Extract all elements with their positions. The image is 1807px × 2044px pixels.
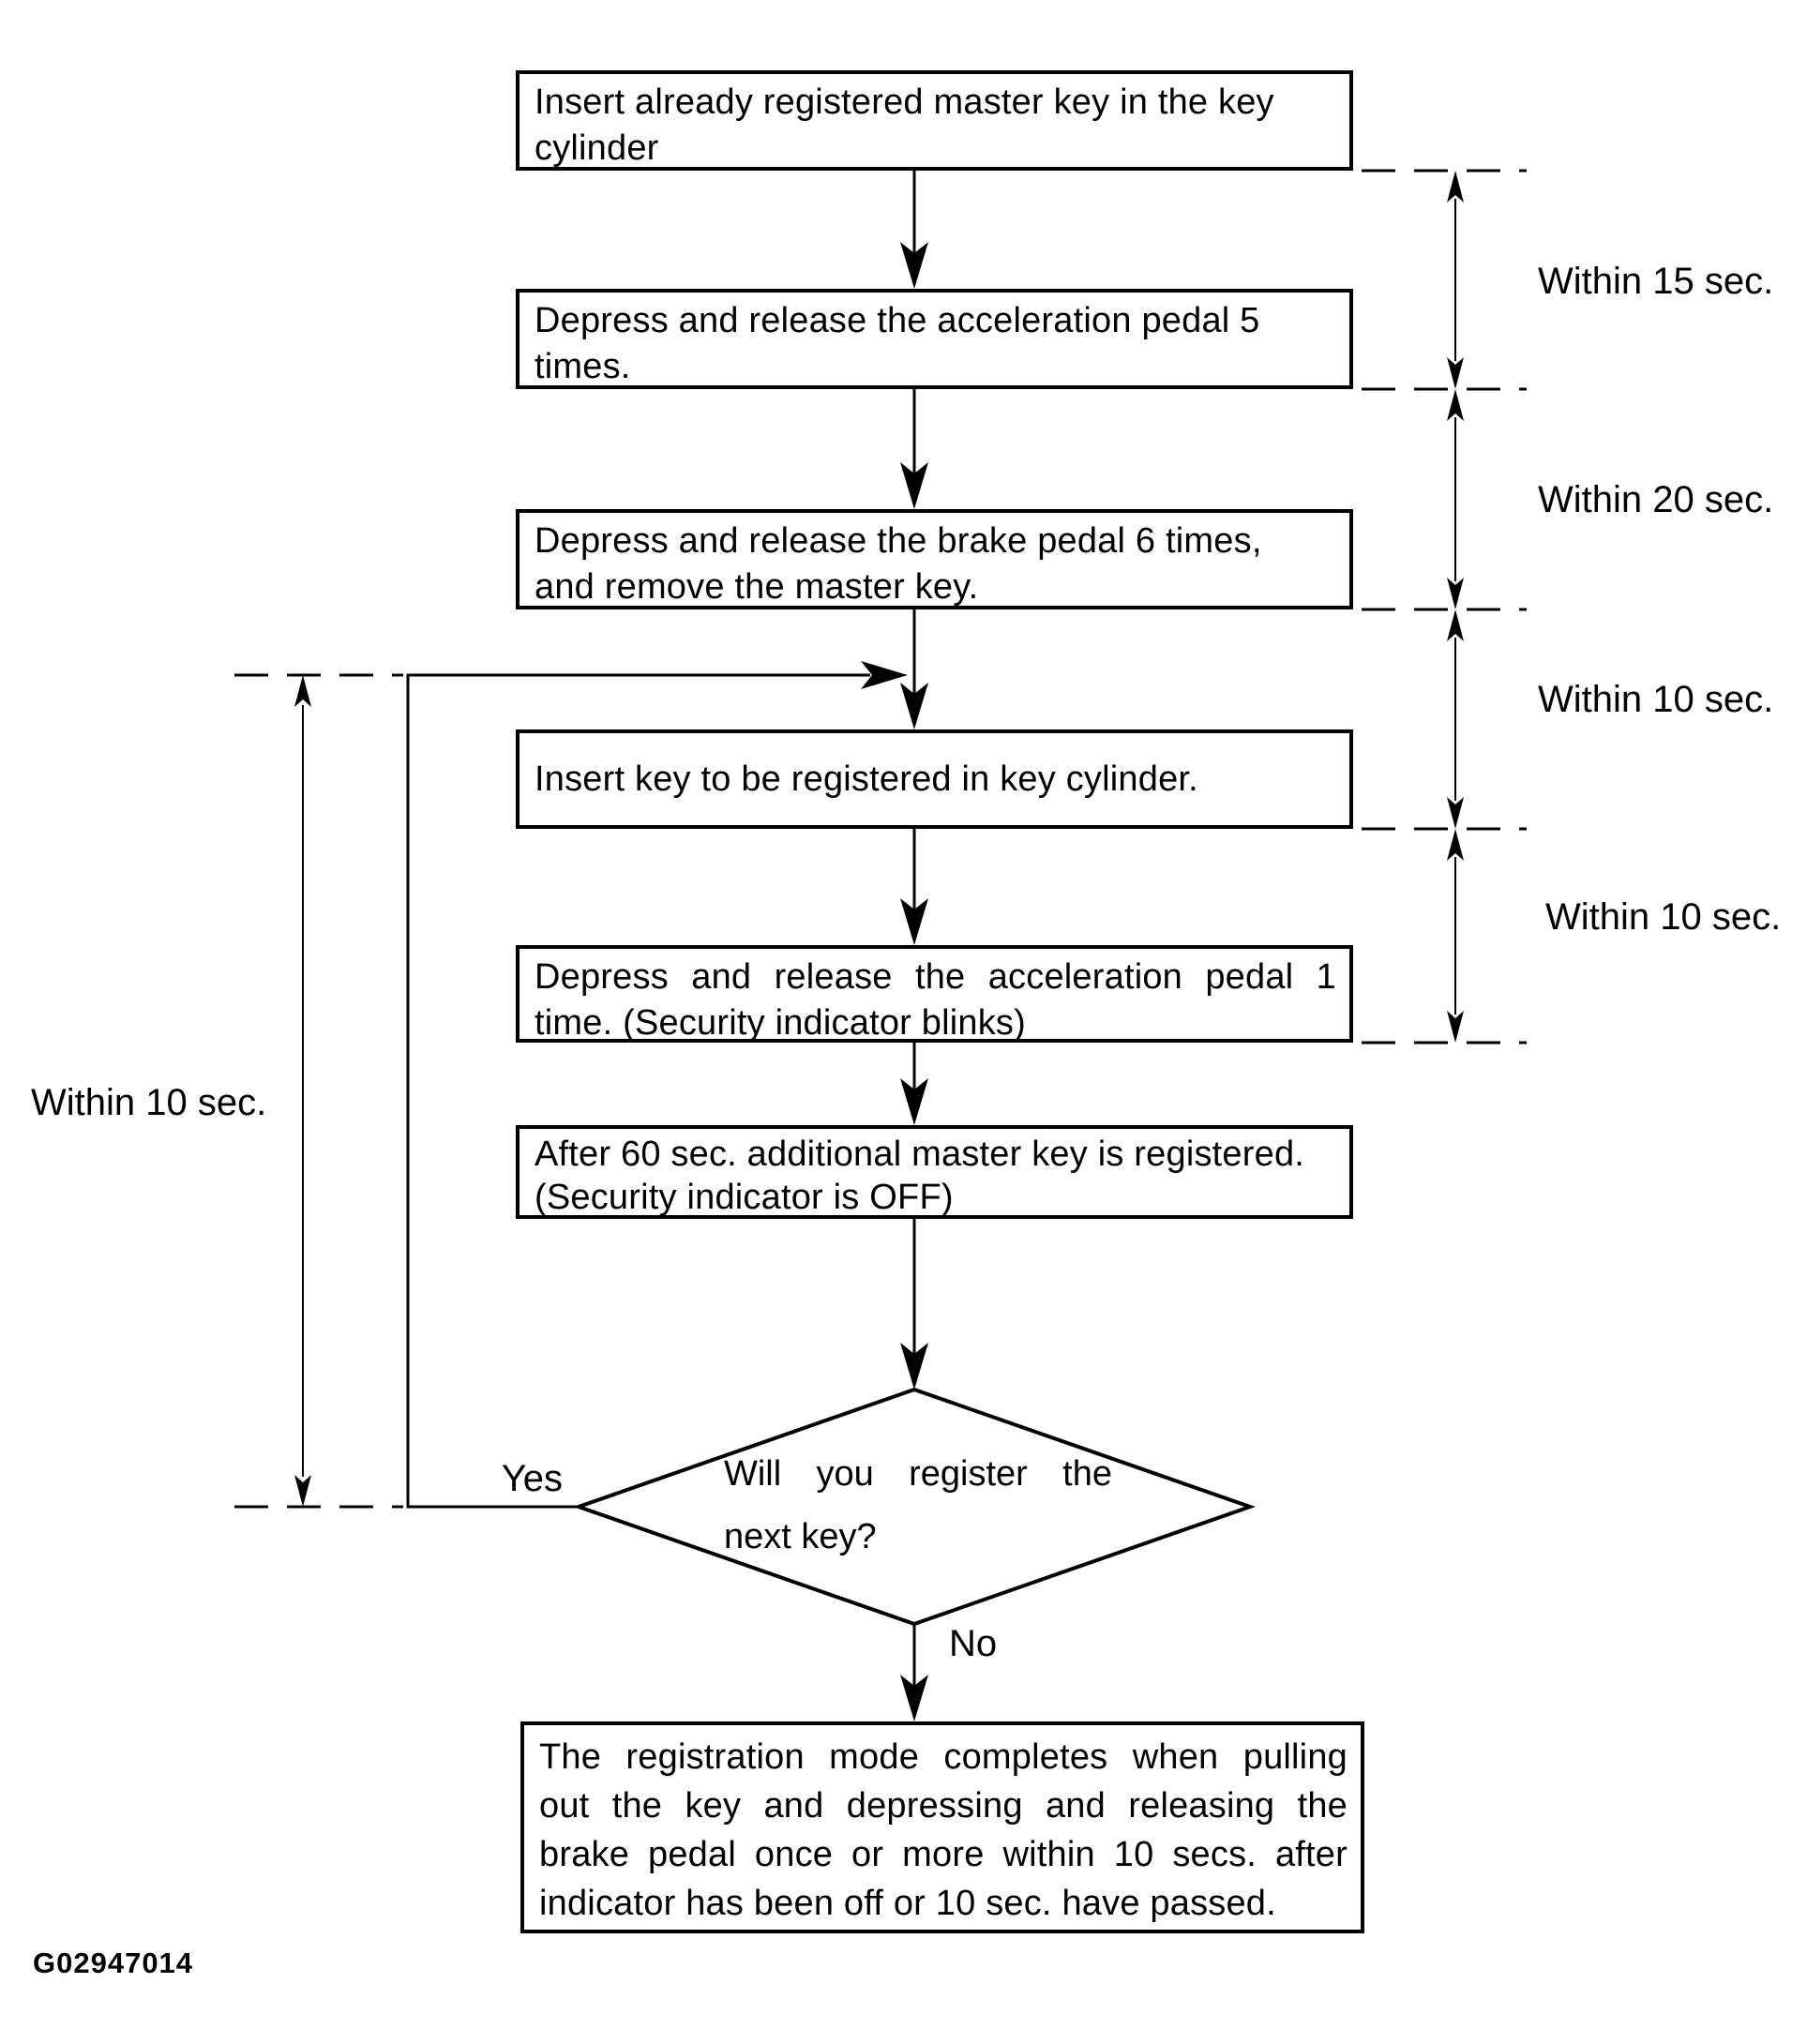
box-text-line: Depress and release the acceleration ped… [535,301,1260,340]
box-text-line: indicator has been off or 10 sec. have p… [539,1884,1276,1923]
box-text-line: Depress and release the brake pedal 6 ti… [535,521,1262,561]
loop-arrowhead [861,661,908,689]
flow-arrowheads [900,242,928,1721]
figure-code: G02947014 [33,1946,194,1979]
box-text-line: Depress and release the acceleration ped… [535,957,1336,997]
box-text-line: and remove the master key. [535,567,979,607]
box-text-line: cylinder [535,128,659,168]
timing-label-right-3: Within 10 sec. [1538,679,1774,720]
box-text-line: The registration mode completes when pul… [539,1737,1348,1777]
timing-label-right-4: Within 10 sec. [1545,896,1782,938]
process-box-step5: Depress and release the acceleration ped… [516,945,1353,1043]
dashed-extension-lines-right [1362,169,1527,1045]
dashed-extension-lines-left [234,673,403,1509]
box-text-line: times. [535,347,631,386]
process-box-step6: After 60 sec. additional master key is r… [516,1125,1353,1219]
process-box-step3: Depress and release the brake pedal 6 ti… [516,509,1353,609]
process-box-step4: Insert key to be registered in key cylin… [516,729,1353,829]
timing-label-left: Within 10 sec. [31,1082,267,1123]
measurement-arrowheads-right [1447,171,1464,1043]
terminal-box-completion: The registration mode completes when pul… [520,1721,1364,1933]
process-box-step2: Depress and release the acceleration ped… [516,289,1353,389]
timing-label-right-2: Within 20 sec. [1538,479,1774,520]
box-text-line: Insert key to be registered in key cylin… [535,759,1198,799]
box-text-line: Insert already registered master key in … [535,83,1274,122]
box-text-line: time. (Security indicator blinks) [535,1003,1026,1043]
decision-text-line: Will you register the [724,1454,1112,1494]
box-text-line: out the key and depressing and releasing… [539,1786,1348,1826]
decision-diamond [572,1387,1257,1627]
yes-branch-label: Yes [501,1458,563,1499]
decision-text-line: next key? [724,1517,877,1556]
timing-label-right-1: Within 15 sec. [1538,261,1774,302]
box-text-line: brake pedal once or more within 10 secs.… [539,1835,1348,1874]
loop-connector [406,673,870,1509]
no-branch-label: No [949,1623,998,1664]
box-text-line: After 60 sec. additional master key is r… [535,1135,1305,1174]
measurement-arrowheads-left [294,675,311,1507]
process-box-step1: Insert already registered master key in … [516,70,1353,171]
box-text-line: (Security indicator is OFF) [535,1178,954,1217]
